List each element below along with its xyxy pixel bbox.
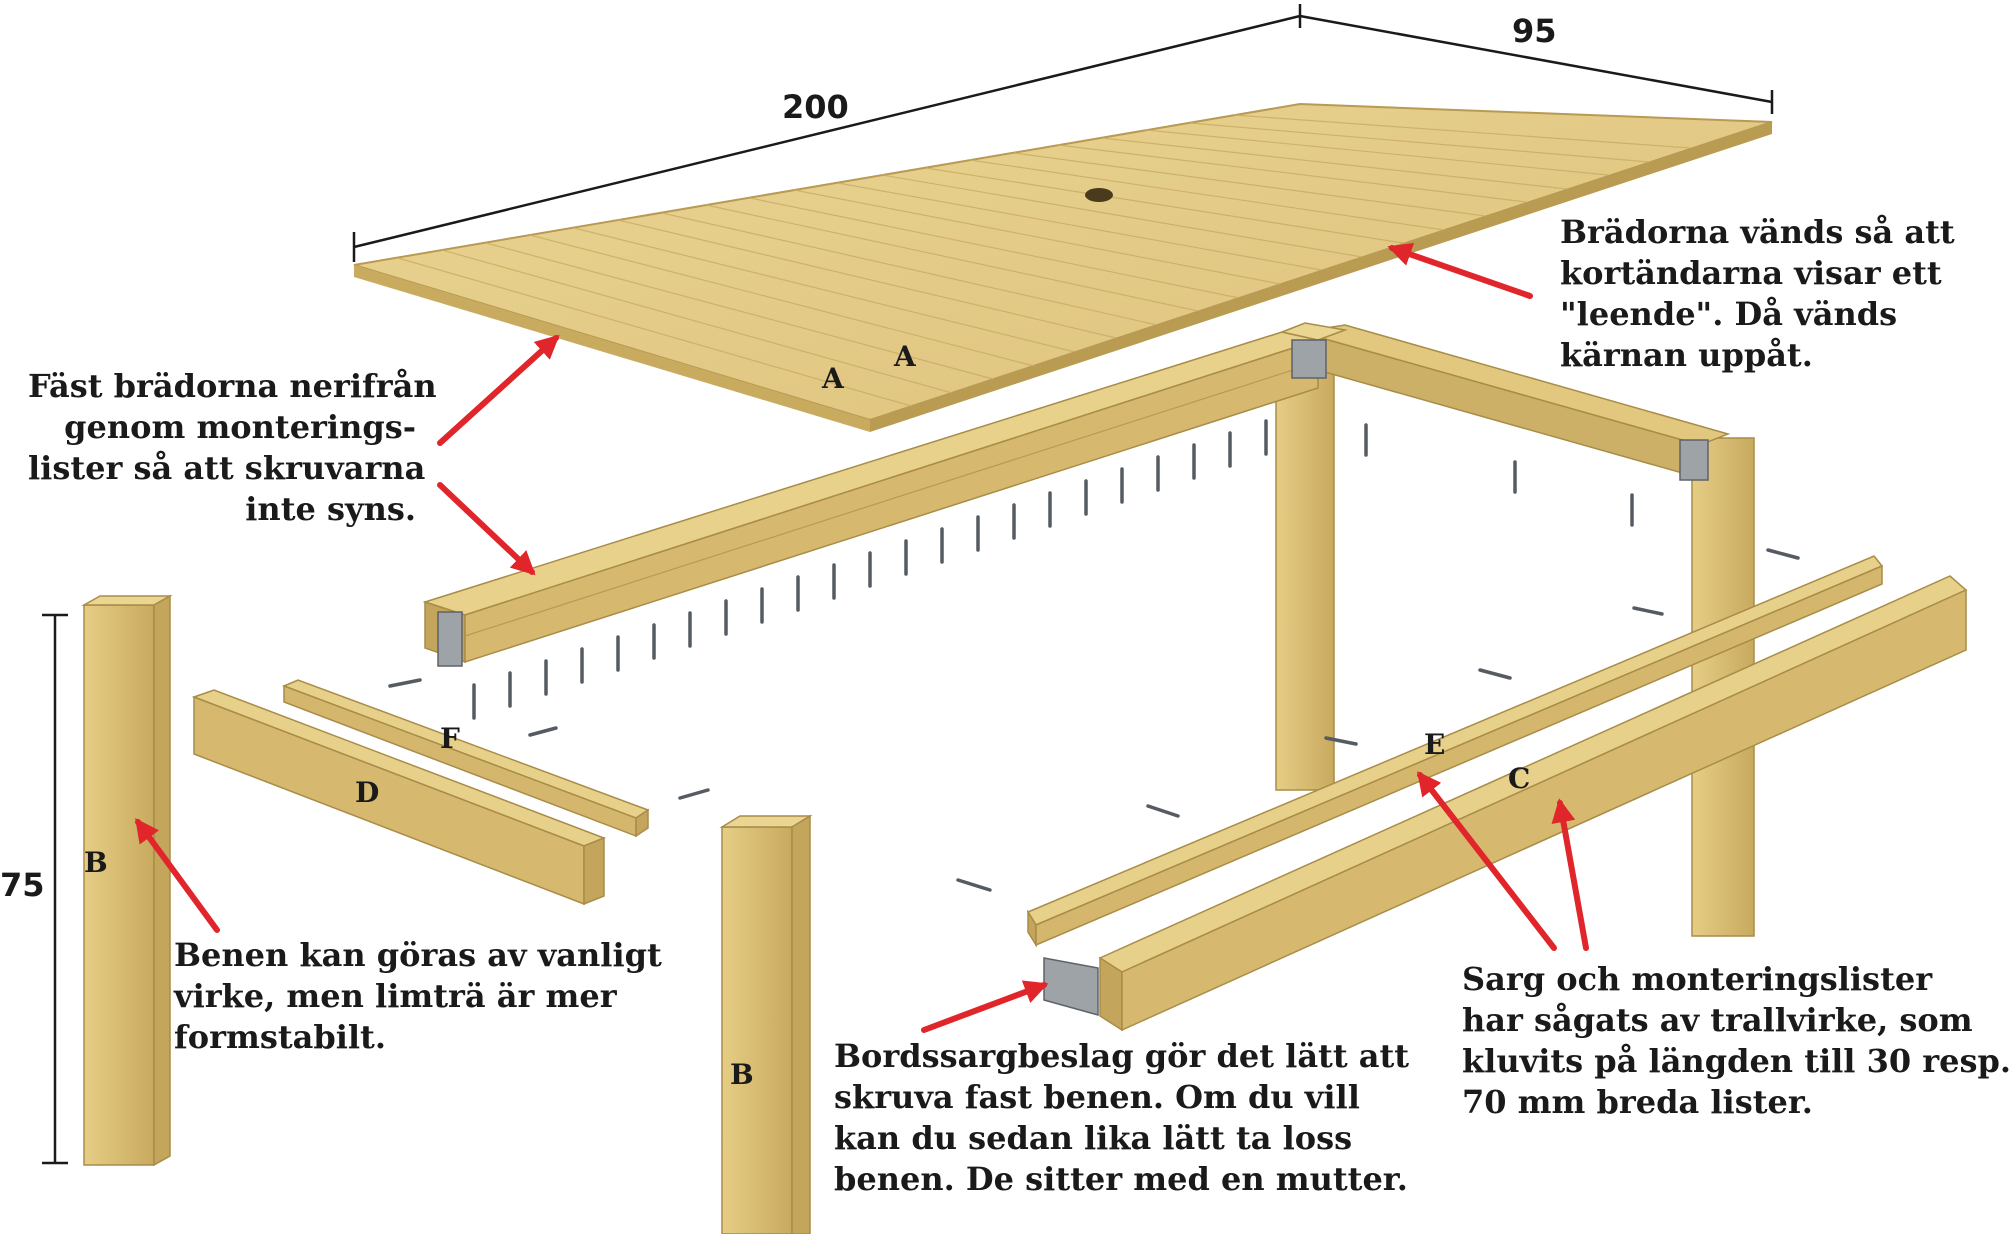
part-label-d: D — [355, 776, 380, 809]
arrow-e — [1417, 771, 1557, 951]
arrow-legs — [135, 818, 220, 933]
part-label-c: C — [1508, 762, 1531, 795]
height-dimension-label: 75 — [0, 866, 45, 904]
length-dimension-label: 200 — [782, 88, 849, 126]
left-loose-parts — [191, 679, 650, 906]
arrow-smile — [1387, 242, 1533, 299]
umbrella-hole — [1085, 188, 1113, 202]
back-leg — [1275, 349, 1335, 791]
apron-bracket — [1043, 957, 1099, 1016]
part-label-b: B — [730, 1058, 754, 1091]
leg-b-center — [721, 826, 793, 1234]
arrow-fasten-top — [437, 334, 560, 446]
note-legs: Benen kan göras av vanligt virke, men li… — [174, 936, 662, 1056]
width-dimension-line — [1299, 14, 1773, 104]
table-top — [353, 102, 1773, 432]
arrow-c — [1551, 798, 1589, 951]
length-dimension-line — [353, 14, 1301, 249]
loose-legs — [81, 594, 813, 1234]
front-apron-parts — [1026, 555, 1968, 1032]
part-label-b: B — [84, 846, 108, 879]
arrow-bracket — [921, 980, 1049, 1033]
note-fasten-boards: Fäst brädorna nerifrån genom monterings-… — [28, 367, 437, 528]
arrow-fasten-strip — [437, 482, 536, 576]
corner-bracket-left — [437, 611, 463, 667]
note-apron: Sarg och monteringslister har sågats av … — [1462, 960, 2011, 1121]
screws — [388, 419, 1800, 892]
corner-bracket-back — [1291, 339, 1327, 379]
note-bracket: Bordssargbeslag gör det lätt att skruva … — [834, 1037, 1410, 1198]
callout-arrows — [135, 242, 1589, 1033]
leg-b-left — [83, 604, 155, 1166]
corner-bracket-right — [1679, 439, 1709, 481]
frame-assembly — [422, 322, 1755, 937]
note-boards-smile: Brädorna vänds så att kortändarna visar … — [1560, 213, 1955, 374]
part-label-a: A — [894, 340, 916, 373]
part-label-a: A — [822, 362, 844, 395]
part-label-f: F — [440, 722, 460, 755]
part-label-e: E — [1424, 728, 1446, 761]
dimension-lines — [42, 4, 1774, 1165]
width-dimension-label: 95 — [1512, 12, 1557, 50]
